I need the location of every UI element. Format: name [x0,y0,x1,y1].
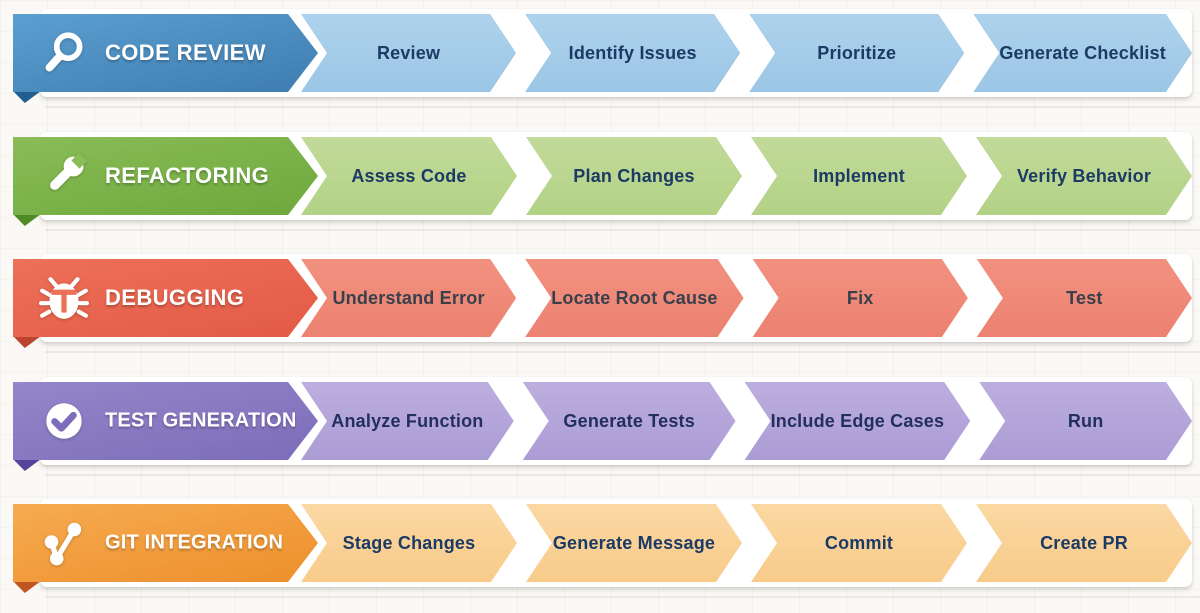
step-label: Generate Message [552,532,716,553]
workflow-steps: Assess Code Plan Changes Implement Verif… [301,137,1192,215]
workflow-row: Understand Error Locate Root Cause Fix T… [0,245,1200,368]
step-label: Prioritize [817,42,897,63]
step-label: Understand Error [332,287,485,308]
workflow-steps: Stage Changes Generate Message Commit Cr… [301,504,1192,582]
workflow-step: Generate Tests [523,382,736,460]
step-label: Create PR [1040,532,1128,553]
workflow-step: Understand Error [301,259,516,337]
workflow-step: Commit [751,504,967,582]
ribbon-fold [13,459,41,471]
workflow-steps: Analyze Function Generate Tests Include … [301,382,1192,460]
row-divider [45,351,1200,353]
row-title: REFACTORING [105,163,270,188]
workflow-header-ribbon: CODE REVIEW [13,14,318,92]
step-label: Stage Changes [342,532,476,553]
ribbon-fold [13,214,41,226]
row-divider [45,474,1200,476]
workflow-step: Assess Code [301,137,517,215]
step-label: Analyze Function [331,410,484,431]
bug-icon [38,272,90,324]
workflow-header-ribbon: TEST GENERATION [13,382,318,460]
workflow-step: Fix [753,259,968,337]
row-title: TEST GENERATION [105,409,297,432]
workflow-step: Analyze Function [301,382,514,460]
check-circle-icon [38,395,90,447]
workflow-step: Implement [751,137,967,215]
step-label: Commit [824,532,894,553]
workflow-step: Stage Changes [301,504,517,582]
workflow-step: Generate Checklist [973,14,1192,92]
workflow-row: Assess Code Plan Changes Implement Verif… [0,123,1200,246]
magnifier-icon [38,27,90,79]
step-label: Locate Root Cause [551,287,718,308]
workflow-step: Verify Behavior [976,137,1192,215]
workflow-step: Generate Message [526,504,742,582]
step-label: Plan Changes [573,165,695,186]
workflow-step: Test [977,259,1192,337]
row-title: GIT INTEGRATION [105,531,284,554]
step-label: Identify Issues [568,42,697,63]
row-title: DEBUGGING [105,285,245,310]
workflow-step: Include Edge Cases [745,382,971,460]
step-label: Run [1067,410,1104,431]
workflow-header-ribbon: DEBUGGING [13,259,318,337]
step-label: Include Edge Cases [770,410,945,431]
step-label: Generate Checklist [999,42,1167,63]
step-label: Fix [846,287,874,308]
step-label: Test [1066,287,1103,308]
workflow-row: Review Identify Issues Prioritize Genera… [0,0,1200,123]
git-branch-icon [38,517,90,569]
workflow-header-ribbon: GIT INTEGRATION [13,504,318,582]
step-label: Review [376,42,441,63]
workflow-step: Identify Issues [525,14,740,92]
workflow-header-ribbon: REFACTORING [13,137,318,215]
ribbon-fold [13,336,41,348]
step-label: Verify Behavior [1016,165,1152,186]
step-label: Implement [813,165,905,186]
row-divider [45,106,1200,108]
workflow-step: Locate Root Cause [525,259,743,337]
workflow-step: Plan Changes [526,137,742,215]
ribbon-fold [13,91,41,103]
workflow-steps: Review Identify Issues Prioritize Genera… [301,14,1192,92]
workflow-step: Run [979,382,1192,460]
workflow-step: Prioritize [749,14,964,92]
row-divider [45,229,1200,231]
wrench-icon [38,150,90,202]
workflow-row: Stage Changes Generate Message Commit Cr… [0,490,1200,613]
workflow-row: Analyze Function Generate Tests Include … [0,368,1200,491]
row-title: CODE REVIEW [105,40,266,65]
workflow-step: Create PR [976,504,1192,582]
workflow-step: Review [301,14,516,92]
step-label: Generate Tests [563,410,695,431]
workflow-steps: Understand Error Locate Root Cause Fix T… [301,259,1192,337]
row-divider [45,596,1200,598]
step-label: Assess Code [351,165,467,186]
ribbon-fold [13,581,41,593]
